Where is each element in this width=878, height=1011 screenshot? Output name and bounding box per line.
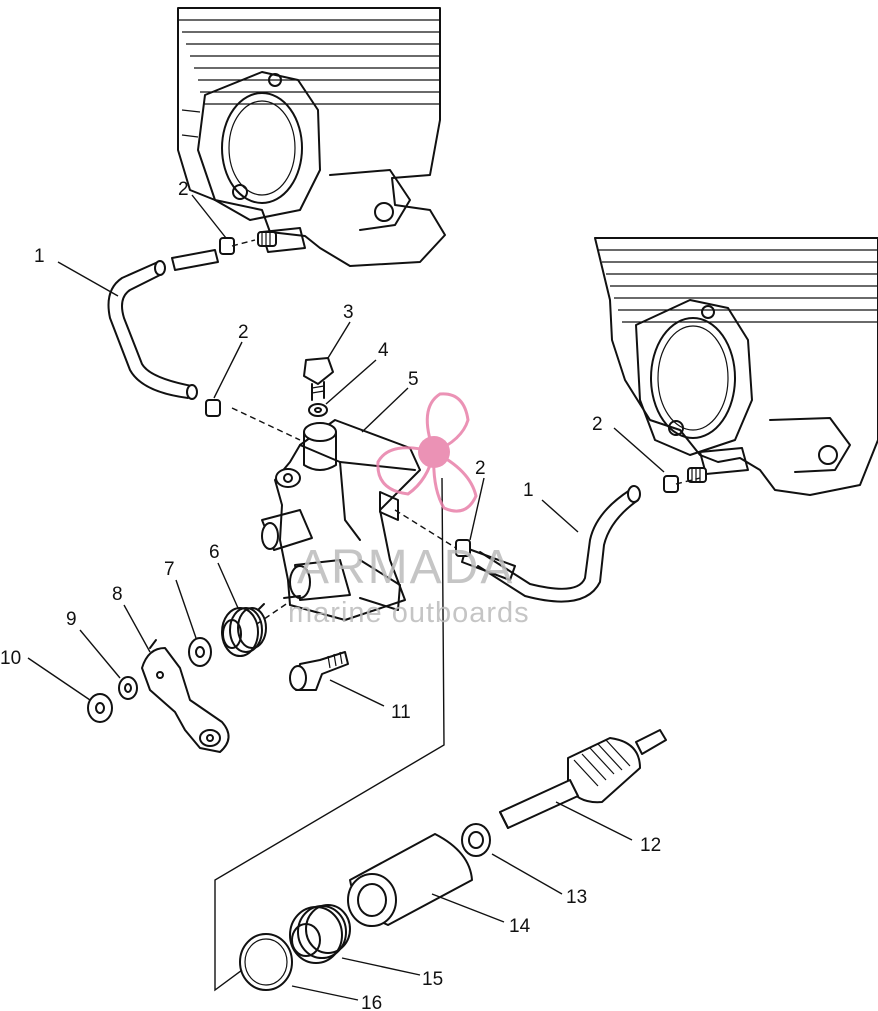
callout-4: 4 [378,340,389,361]
fitting-upper [257,231,277,247]
alignment-lines [214,239,701,992]
callout-2-center: 2 [475,458,486,479]
watermark-brand: ARMADA [297,541,514,594]
hose-clip-b [205,399,221,417]
callout-15: 15 [422,969,443,990]
washer-4 [308,403,328,417]
callout-6: 6 [209,542,220,563]
callout-2-upper: 2 [178,179,189,200]
engine-cylinder-upper [177,7,446,267]
callout-8: 8 [112,584,123,605]
callout-labels: 1 2 2 3 4 5 2 1 2 6 7 8 9 10 11 12 13 14… [0,179,661,1011]
callout-2-left: 2 [238,322,249,343]
hose-clip-a [219,237,235,255]
bolt-11 [289,651,349,691]
pump-lever-8 [141,639,230,753]
return-spring-6 [221,603,267,657]
oil-hose-right [461,485,641,603]
hose-clip-d [663,475,679,493]
callout-13: 13 [566,887,587,908]
propeller-logo-icon [376,392,478,513]
bolt-3 [303,357,334,401]
callout-14: 14 [509,916,531,937]
nut-10 [87,693,113,723]
callout-12: 12 [640,835,661,856]
watermark-tagline: marine outboards [288,597,530,629]
callout-2-right: 2 [592,414,603,435]
leader-lines [27,194,665,1001]
armada-watermark: ARMADA marine outboards [288,392,530,629]
callout-10: 10 [0,648,21,669]
callout-9: 9 [66,609,77,630]
callout-5: 5 [408,369,419,390]
snap-ring-16 [239,933,293,991]
oil-pump-body [261,419,421,621]
drive-gear-shaft-12 [499,729,667,829]
callout-11: 11 [391,702,411,723]
callout-1-right: 1 [523,480,534,501]
callout-7: 7 [164,559,175,580]
oil-hose-left [107,249,219,400]
callout-16: 16 [361,993,382,1011]
sleeve-14 [347,833,473,927]
engine-cylinder-right [594,237,878,496]
callout-1-left: 1 [34,246,45,267]
washer-7 [188,637,212,667]
washer-9 [118,676,138,700]
washer-13 [461,823,491,857]
spring-15 [289,904,351,964]
callout-3: 3 [343,302,354,323]
